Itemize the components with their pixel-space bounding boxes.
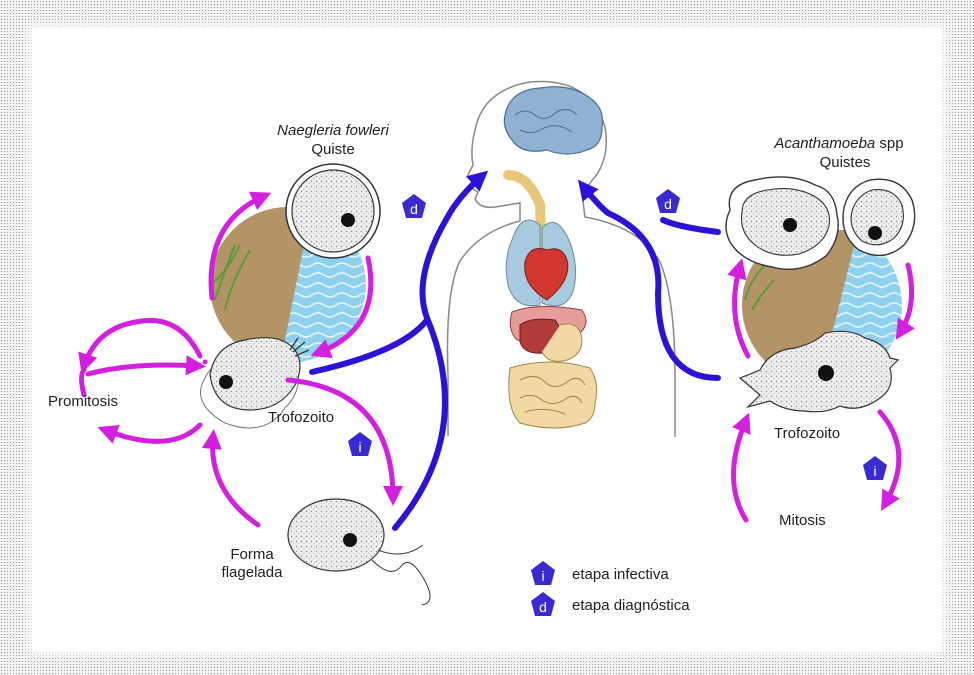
naegleria-title: Naegleria fowleri bbox=[248, 122, 418, 140]
flagellate-label-line1: Forma bbox=[212, 546, 292, 564]
naegleria-cyst-label: Quiste bbox=[248, 141, 418, 159]
promitosis-label: Promitosis bbox=[48, 393, 118, 411]
liver-stomach bbox=[510, 306, 586, 361]
legend-diagnostic-letter: d bbox=[539, 599, 547, 615]
acanthamoeba-cyst-large bbox=[726, 177, 838, 269]
legend: i d bbox=[531, 561, 555, 616]
diagnostic-badge-right: d bbox=[656, 189, 680, 213]
brain bbox=[504, 87, 602, 154]
intestines bbox=[509, 362, 597, 428]
legend-infective-badge: i bbox=[531, 561, 555, 585]
infective-badge-left: i bbox=[348, 432, 372, 456]
diagnostic-badge-left: d bbox=[402, 194, 426, 218]
acanthamoeba-cyst-small bbox=[843, 179, 915, 255]
legend-infective-text: etapa infectiva bbox=[572, 566, 669, 584]
acanthamoeba-title-suffix: spp bbox=[875, 135, 903, 152]
infective-badge-right-letter: i bbox=[873, 463, 876, 479]
flagellate-label-line2: flagelada bbox=[212, 564, 292, 582]
legend-infective-letter: i bbox=[541, 568, 544, 584]
diagnostic-badge-left-letter: d bbox=[410, 201, 418, 217]
legend-diagnostic-text: etapa diagnóstica bbox=[572, 597, 690, 615]
legend-diagnostic-badge: d bbox=[531, 592, 555, 616]
acanthamoeba-cyst-label: Quistes bbox=[790, 154, 900, 172]
mitosis-label: Mitosis bbox=[779, 512, 826, 530]
naegleria-cyst bbox=[286, 164, 380, 258]
infective-badge-left-letter: i bbox=[358, 439, 361, 455]
naegleria-trophozoite-label: Trofozoito bbox=[268, 409, 334, 427]
infective-badge-right: i bbox=[863, 456, 887, 480]
diagnostic-badge-right-letter: d bbox=[664, 196, 672, 212]
acanthamoeba-title: Acanthamoeba spp bbox=[744, 135, 934, 153]
acanthamoeba-title-genus: Acanthamoeba bbox=[774, 135, 875, 152]
acanthamoeba-trophozoite-label: Trofozoito bbox=[774, 425, 840, 443]
